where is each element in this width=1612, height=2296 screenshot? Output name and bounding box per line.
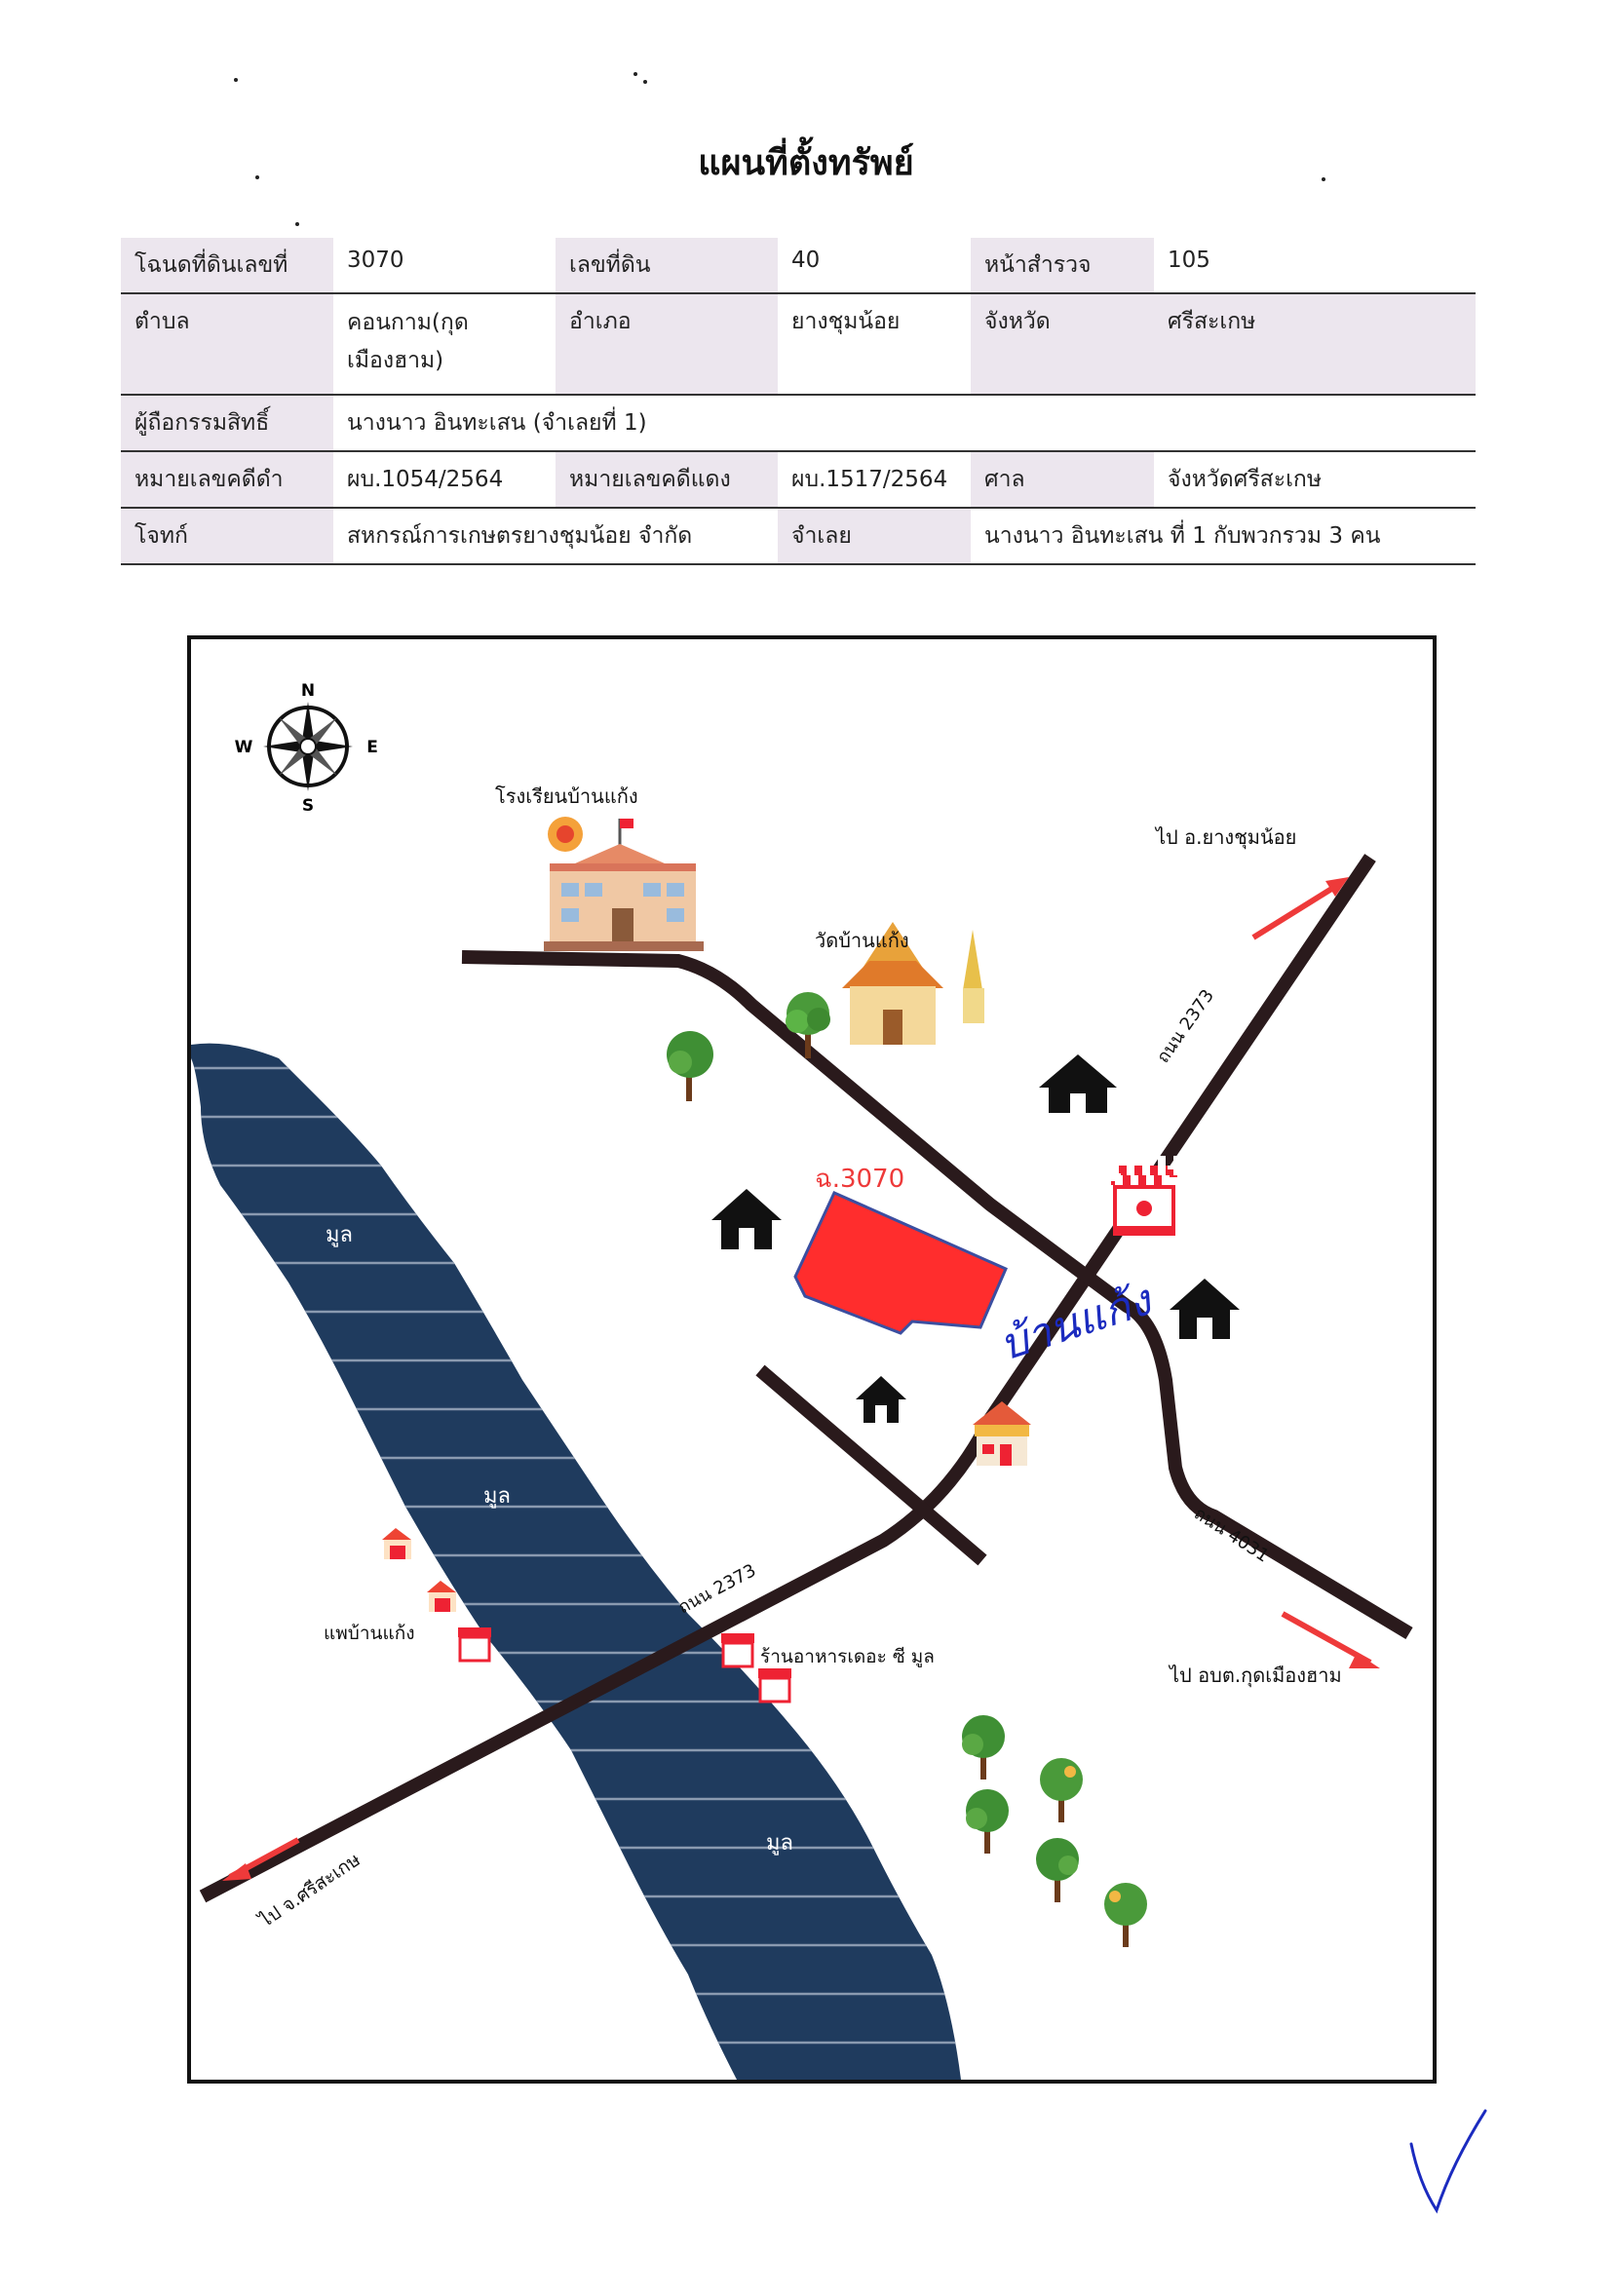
black-case: ผบ.1054/2564 (333, 451, 556, 509)
survey-page-label: หน้าสำรวจ (971, 238, 1154, 294)
court: จังหวัดศรีสะเกษ (1154, 451, 1476, 509)
house-icon (711, 1054, 1240, 1423)
compass-north: N (301, 681, 315, 701)
province-label: จังหวัด (971, 293, 1154, 396)
property-parcel: ฉ.3070 (793, 1165, 1008, 1335)
signature-checkmark (1409, 2109, 1487, 2214)
tree-icon (786, 992, 830, 1058)
district: ยางชุมน้อย (778, 293, 971, 396)
land-no-label: เลขที่ดิน (556, 238, 778, 294)
compass-south: S (302, 796, 314, 816)
page-title: แผนที่ตั้งทรัพย์ (698, 142, 914, 183)
market-stall-icon (382, 1528, 491, 1663)
owner: นางนาว อินทะเสน (จำเลยที่ 1) (333, 395, 1476, 452)
land-no: 40 (778, 238, 971, 294)
raft-label: แพบ้านแก้ง (324, 1623, 415, 1644)
tree-icon (962, 1715, 1147, 1947)
to-kudmueangham-label: ไป อบต.กุดเมืองฮาม (1168, 1664, 1342, 1688)
river-label-3: มูล (766, 1831, 793, 1856)
plaintiff-label: โจทก์ (121, 508, 333, 565)
arrow-icon (222, 877, 1380, 1881)
market-stall-icon (721, 1633, 791, 1703)
deed-no: 3070 (333, 238, 556, 294)
compass-rose-icon: N S E W (235, 681, 378, 816)
court-label: ศาล (971, 451, 1154, 509)
black-case-label: หมายเลขคดีดำ (121, 451, 333, 509)
subdistrict-label: ตำบล (121, 293, 333, 396)
school-label: โรงเรียนบ้านแก้ง (495, 784, 638, 808)
deed-no-label: โฉนดที่ดินเลขที่ (121, 238, 333, 294)
market-stall-icon (1101, 1156, 1187, 1236)
owner-label: ผู้ถือกรรมสิทธิ์ (121, 395, 333, 452)
subdistrict: คอนกาม(กุด เมืองฮาม) (333, 293, 556, 396)
compass-west: W (235, 738, 253, 757)
survey-page: 105 (1154, 238, 1476, 294)
defendant-label: จำเลย (778, 508, 971, 565)
side-road (755, 1364, 987, 1566)
to-yangchumnoi-label: ไป อ.ยางชุมน้อย (1154, 825, 1296, 850)
road-2373-label-north: ถนน 2373 (1153, 986, 1218, 1067)
property-info-table: โฉนดที่ดินเลขที่ 3070 เลขที่ดิน 40 หน้าส… (121, 238, 1476, 565)
river: มูล มูล มูล (191, 1043, 961, 2080)
plaintiff: สหกรณ์การเกษตรยางชุมน้อย จำกัด (333, 508, 778, 565)
river-label-2: มูล (483, 1484, 511, 1509)
property-label: ฉ.3070 (815, 1165, 904, 1194)
temple-icon (842, 922, 984, 1045)
defendant: นางนาว อินทะเสน ที่ 1 กับพวกรวม 3 คน (971, 508, 1476, 565)
road-4031-label: ถนน 4031 (1190, 1504, 1272, 1567)
road-4031 (461, 950, 1413, 1640)
river-label-1: มูล (326, 1223, 353, 1247)
red-case: ผบ.1517/2564 (778, 451, 971, 509)
location-map: มูล มูล มูล ถนน 2373 ถนน 2373 ถนน 4031 ฉ… (187, 635, 1437, 2084)
red-case-label: หมายเลขคดีแดง (556, 451, 778, 509)
province: ศรีสะเกษ (1154, 293, 1476, 396)
compass-east: E (366, 738, 378, 757)
tree-icon (667, 1031, 713, 1101)
school-icon (544, 817, 704, 951)
restaurant-label: ร้านอาหารเดอะ ซี มูล (760, 1646, 935, 1667)
district-label: อำเภอ (556, 293, 778, 396)
shop-icon (973, 1401, 1031, 1466)
temple-label: วัดบ้านแก้ง (815, 929, 909, 952)
